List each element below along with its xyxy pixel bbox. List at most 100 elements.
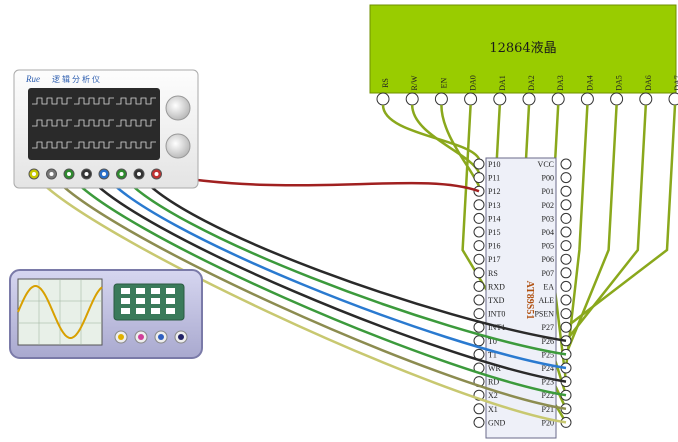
- mcu-left-pin[interactable]: [473, 226, 485, 238]
- knob-icon[interactable]: [165, 95, 191, 121]
- mcu-left-pin-label: P14: [488, 214, 500, 223]
- scope-button[interactable]: [166, 288, 175, 294]
- probe-connector-center: [119, 172, 124, 176]
- knob-icon[interactable]: [165, 133, 191, 159]
- mcu-right-pin[interactable]: [560, 253, 572, 265]
- mcu-left-pin-label: T1: [488, 350, 497, 359]
- analyzer-title: 逻辑分析仪: [52, 74, 102, 84]
- mcu-right-pin[interactable]: [560, 172, 572, 184]
- mcu-right-pin[interactable]: [560, 158, 572, 170]
- analyzer-brand: Rue: [25, 74, 40, 84]
- scope-button[interactable]: [136, 298, 145, 304]
- lcd-pin-connector[interactable]: [434, 92, 448, 106]
- mcu-right-pin-label: P20: [542, 418, 554, 427]
- lcd-pin-connector[interactable]: [580, 92, 594, 106]
- mcu-left-pin-label: P11: [488, 174, 500, 183]
- mcu-right-pin[interactable]: [560, 185, 572, 197]
- mcu-right-pin-label: P22: [542, 391, 554, 400]
- mcu-left-pin[interactable]: [473, 308, 485, 320]
- scope-jack-center: [178, 334, 184, 340]
- mcu-left-pin[interactable]: [473, 403, 485, 415]
- mcu-left-pin-label: P13: [488, 201, 500, 210]
- mcu-left-pin[interactable]: [473, 212, 485, 224]
- mcu-left-pin-label: X1: [488, 405, 498, 414]
- probe-wire: [120, 173, 567, 356]
- analyzer-trace: [32, 97, 72, 105]
- mcu-right-pin[interactable]: [560, 280, 572, 292]
- lcd-pin-label: DA4: [585, 75, 594, 91]
- probe-wire: [85, 173, 567, 383]
- mcu-left-pin[interactable]: [473, 240, 485, 252]
- probe-connector-center: [67, 172, 71, 176]
- lcd-pin-connector[interactable]: [376, 92, 390, 106]
- scope-button[interactable]: [136, 308, 145, 314]
- mcu-right-pin-label: P05: [542, 242, 554, 251]
- mcu-left-pin[interactable]: [473, 199, 485, 211]
- mcu-chip: AT89S51 P10P11P12P13P14P15P16P17RSRXDTXD…: [473, 157, 572, 439]
- scope-button[interactable]: [121, 308, 130, 314]
- mcu-left-pin[interactable]: [473, 172, 485, 184]
- mcu-left-pin-label: RS: [488, 269, 498, 278]
- lcd-data-wire: [564, 104, 618, 355]
- mcu-right-pin[interactable]: [560, 212, 572, 224]
- analyzer-trace: [116, 141, 156, 149]
- scope-button[interactable]: [151, 308, 160, 314]
- lcd-data-wire: [565, 104, 648, 342]
- scope-button[interactable]: [151, 288, 160, 294]
- mcu-right-pin[interactable]: [560, 226, 572, 238]
- mcu-right-pin-label: P25: [542, 350, 554, 359]
- scope-buttons: [121, 288, 175, 314]
- scope-button[interactable]: [136, 288, 145, 294]
- mcu-right-pin[interactable]: [560, 321, 572, 333]
- mcu-left-pin[interactable]: [473, 416, 485, 428]
- scope-button[interactable]: [151, 298, 160, 304]
- logic-analyzer: Rue 逻辑分析仪: [13, 69, 199, 189]
- mcu-right-pin[interactable]: [560, 240, 572, 252]
- scope-button[interactable]: [166, 298, 175, 304]
- analyzer-trace: [74, 141, 114, 149]
- mcu-left-pins: P10P11P12P13P14P15P16P17RSRXDTXDINT0INT1…: [473, 158, 506, 428]
- scope-button[interactable]: [121, 298, 130, 304]
- mcu-left-pin[interactable]: [473, 158, 485, 170]
- lcd-pin-label: DA1: [498, 75, 507, 91]
- mcu-left-pin[interactable]: [473, 335, 485, 347]
- mcu-left-pin[interactable]: [473, 253, 485, 265]
- probe-wire: [32, 173, 567, 424]
- lcd-title: 12864液晶: [489, 41, 556, 56]
- mcu-right-pin[interactable]: [560, 199, 572, 211]
- mcu-left-pin[interactable]: [473, 280, 485, 292]
- lcd-pin-label: DA6: [644, 75, 653, 91]
- oscilloscope: [9, 269, 203, 359]
- mcu-left-pin[interactable]: [473, 267, 485, 279]
- lcd-pin-connector[interactable]: [405, 92, 419, 106]
- lcd-pin-connector[interactable]: [639, 92, 653, 106]
- lcd-pin-connector[interactable]: [493, 92, 507, 106]
- mcu-left-pin-label: P15: [488, 228, 500, 237]
- scope-button[interactable]: [121, 288, 130, 294]
- lcd-pin-connector[interactable]: [522, 92, 536, 106]
- probe-connector-center: [32, 172, 36, 176]
- mcu-left-pin[interactable]: [473, 294, 485, 306]
- mcu-right-pin[interactable]: [560, 267, 572, 279]
- lcd-data-wire: [565, 104, 677, 329]
- probe-connector-center: [137, 172, 141, 176]
- mcu-right-pin[interactable]: [560, 308, 572, 320]
- mcu-left-pin-label: P10: [488, 160, 500, 169]
- analyzer-trace: [116, 119, 156, 127]
- lcd-pin-connector[interactable]: [551, 92, 565, 106]
- lcd-control-wire: [381, 104, 481, 160]
- analyzer-probes: [28, 168, 162, 180]
- lcd-pin-connector[interactable]: [610, 92, 624, 106]
- lcd-pin-label: EN: [439, 77, 448, 88]
- lcd-pin-connector[interactable]: [668, 92, 678, 106]
- analyzer-traces: [32, 97, 156, 149]
- probe-connector-center: [84, 172, 89, 176]
- scope-jack-center: [138, 334, 144, 340]
- mcu-right-pin[interactable]: [560, 294, 572, 306]
- mcu-right-pin-label: P21: [542, 405, 554, 414]
- scope-button[interactable]: [166, 308, 175, 314]
- mcu-right-pin-label: ALE: [538, 296, 554, 305]
- lcd-pin-label: DA2: [527, 75, 536, 91]
- lcd-pin-connector[interactable]: [464, 92, 478, 106]
